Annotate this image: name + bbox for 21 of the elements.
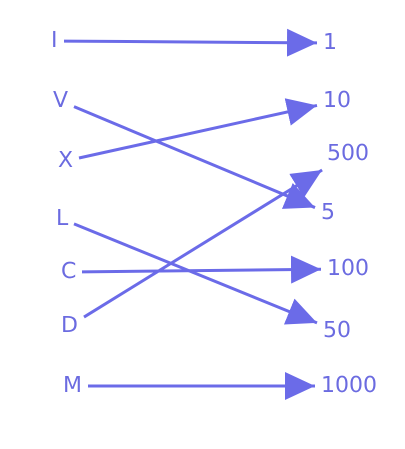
arrow bbox=[88, 372, 315, 400]
numeral-label: 500 bbox=[324, 141, 372, 167]
numeral-label: 10 bbox=[320, 88, 354, 114]
numeral-label: I bbox=[48, 28, 60, 54]
numeral-label: 50 bbox=[320, 318, 354, 344]
numeral-label: 1 bbox=[320, 30, 340, 56]
numeral-label: 1000 bbox=[318, 373, 380, 399]
arrow bbox=[64, 28, 318, 57]
numeral-label: V bbox=[50, 88, 72, 114]
numeral-label: X bbox=[55, 148, 76, 174]
numeral-label: 100 bbox=[324, 256, 372, 282]
arrow bbox=[78, 98, 318, 160]
numeral-label: L bbox=[53, 206, 72, 232]
arrow bbox=[73, 222, 318, 324]
numeral-label: M bbox=[60, 373, 85, 399]
numeral-label: D bbox=[58, 313, 81, 339]
arrow bbox=[82, 256, 322, 284]
arrow bbox=[73, 105, 316, 209]
numeral-label: C bbox=[58, 259, 80, 285]
arrow bbox=[83, 168, 323, 318]
numeral-label: 5 bbox=[318, 200, 338, 226]
